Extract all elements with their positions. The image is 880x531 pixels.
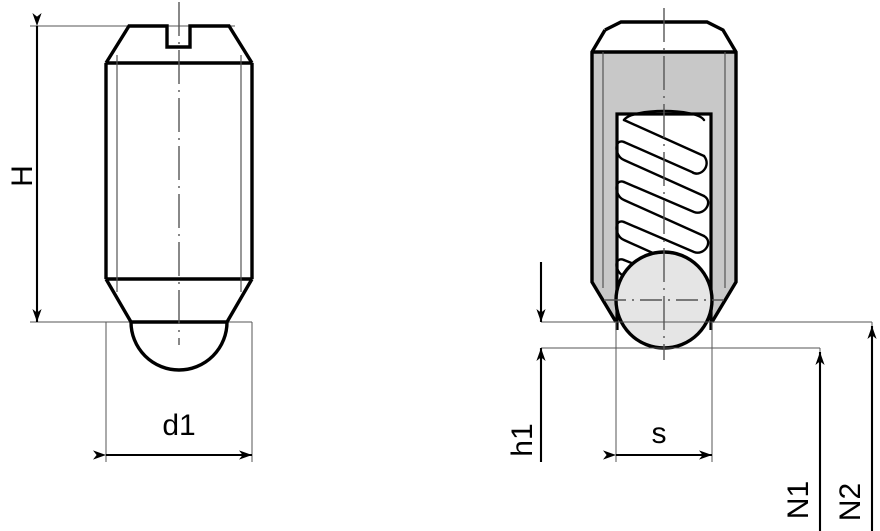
dimension-s-label: s	[652, 417, 667, 450]
dimension-h1: h1	[506, 262, 546, 462]
spring-turn-3	[622, 220, 710, 254]
spring-leg-3	[615, 180, 706, 238]
left-projection-lines	[30, 25, 253, 462]
dimension-d1-label: d1	[162, 409, 195, 442]
spring-coil	[615, 109, 710, 302]
dimension-s: s	[603, 417, 712, 460]
right-projection-lines	[541, 321, 873, 531]
ball-arc	[129, 321, 229, 372]
section-body-outline	[590, 20, 738, 323]
left-part-outline	[104, 24, 254, 372]
dimension-h-label: H	[6, 165, 39, 187]
head-slot-profile	[104, 24, 254, 64]
dimension-n1-label: N1	[782, 481, 815, 519]
left-external-view: H d1	[6, 2, 254, 462]
right-section-view: h1 s N1 N2	[506, 8, 877, 531]
dimension-h1-label: h1	[506, 423, 539, 456]
dimension-n1: N1	[782, 352, 825, 531]
spring-turn-2	[622, 180, 710, 214]
dimension-n2: N2	[834, 326, 877, 531]
left-thread-root-lines	[116, 55, 242, 292]
dimension-d1: d1	[93, 409, 252, 460]
dimension-h: H	[6, 13, 42, 322]
dimension-n2-label: N2	[834, 483, 867, 521]
spring-leg-2	[615, 140, 706, 198]
body-outline-right	[604, 20, 738, 323]
section-thread-root-lines	[602, 52, 726, 288]
spring-turn-1	[622, 140, 708, 175]
body-outline-left	[590, 29, 618, 323]
spring-leg-4	[615, 220, 706, 278]
